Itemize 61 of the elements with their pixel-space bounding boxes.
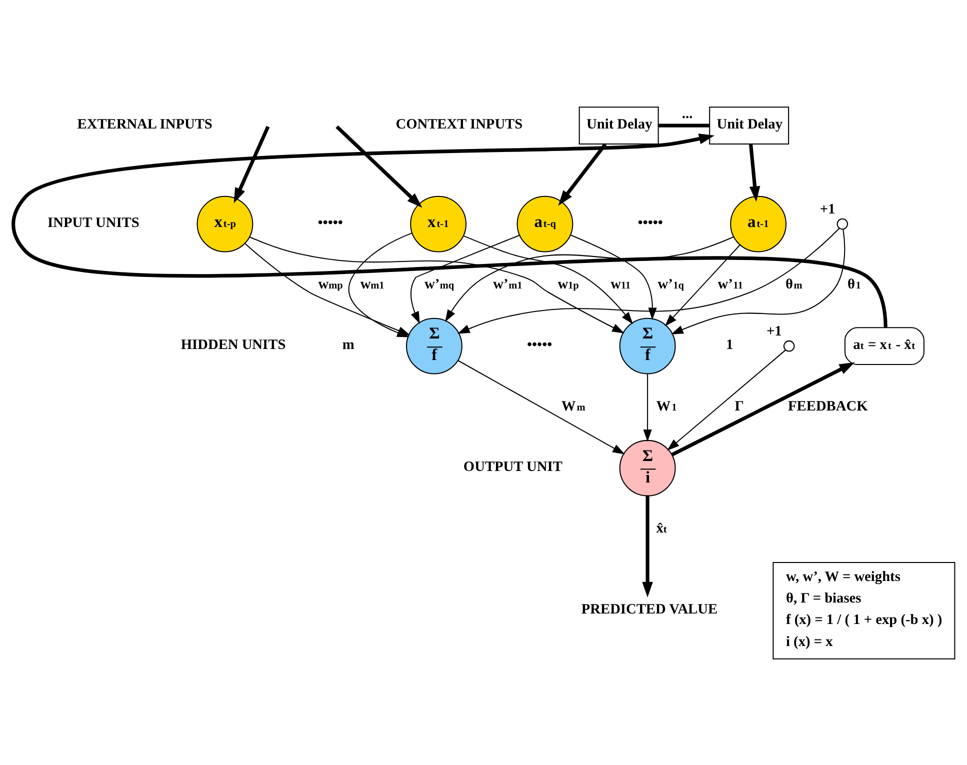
node-label: +1 (819, 200, 835, 217)
arrow (444, 236, 734, 322)
node-circle: Σ f (618, 317, 676, 374)
edge-label: FEEDBACK (788, 398, 868, 414)
label: ••••• (526, 336, 552, 352)
arrow (642, 495, 652, 597)
arrow (666, 349, 786, 450)
arrow (642, 374, 652, 442)
node-label: m (342, 336, 354, 352)
node-label: 1 (726, 336, 733, 352)
node-circle: xt-1 (410, 195, 466, 252)
node-box: Unit Delay (708, 106, 789, 144)
edge-label: θ1 (847, 276, 860, 292)
label: OUTPUT UNIT (462, 458, 562, 474)
arrow (233, 125, 270, 203)
arrow (664, 244, 740, 326)
label: ••••• (317, 214, 342, 230)
edge-label: ... (681, 106, 692, 122)
arrow (570, 234, 656, 320)
arrow (248, 236, 624, 333)
edge-label: θm (784, 276, 802, 292)
label: ••••• (637, 214, 662, 230)
node-circle: at-1 (730, 195, 786, 252)
edge-label: w’m1 (492, 276, 522, 292)
arrow (410, 234, 520, 324)
node-label: +1 (766, 323, 782, 340)
edge-label: x̂t (656, 520, 666, 536)
edge-label: w’11 (717, 276, 742, 292)
edge-label: w’1q (657, 276, 684, 292)
edge-label: Γ (734, 398, 744, 414)
label: EXTERNAL INPUTS (76, 116, 212, 132)
edge-label: Wm (560, 398, 585, 414)
edge-label: w11 (610, 276, 630, 292)
edge-label: w’mq (424, 276, 454, 292)
node-circle: xt-p (196, 195, 253, 252)
node-box: at = xt - x̂t (844, 326, 924, 365)
node-circle: Σ f (406, 317, 462, 374)
arrow (456, 228, 840, 334)
node-circle (782, 340, 794, 352)
arrow (558, 142, 606, 206)
label: INPUT UNITS (47, 214, 139, 230)
node-text: PREDICTED VALUE (580, 600, 718, 617)
node-box: Unit Delay (578, 106, 658, 144)
node-circle: at-q (516, 195, 573, 252)
node-circle: Σ i (618, 439, 676, 496)
arrow (458, 360, 624, 454)
arrow (335, 124, 422, 208)
node-circle (836, 218, 848, 230)
connector (658, 123, 710, 127)
edge-label: wm1 (360, 276, 384, 292)
edge-label: wmp (318, 276, 342, 292)
arrow (670, 228, 845, 334)
node-box: w, w’, W = weights θ, Γ = biases f (x) = 1 / ( 1 + exp (-b x) ) i (x) = x (772, 561, 955, 659)
arrow (748, 144, 760, 202)
label: HIDDEN UNITS (180, 336, 286, 352)
arrow (670, 362, 854, 456)
label: CONTEXT INPUTS (395, 116, 522, 132)
edge-label: W1 (656, 398, 676, 414)
arrow (11, 133, 887, 328)
edge-label: w1p (557, 276, 578, 292)
arrow (462, 234, 633, 324)
